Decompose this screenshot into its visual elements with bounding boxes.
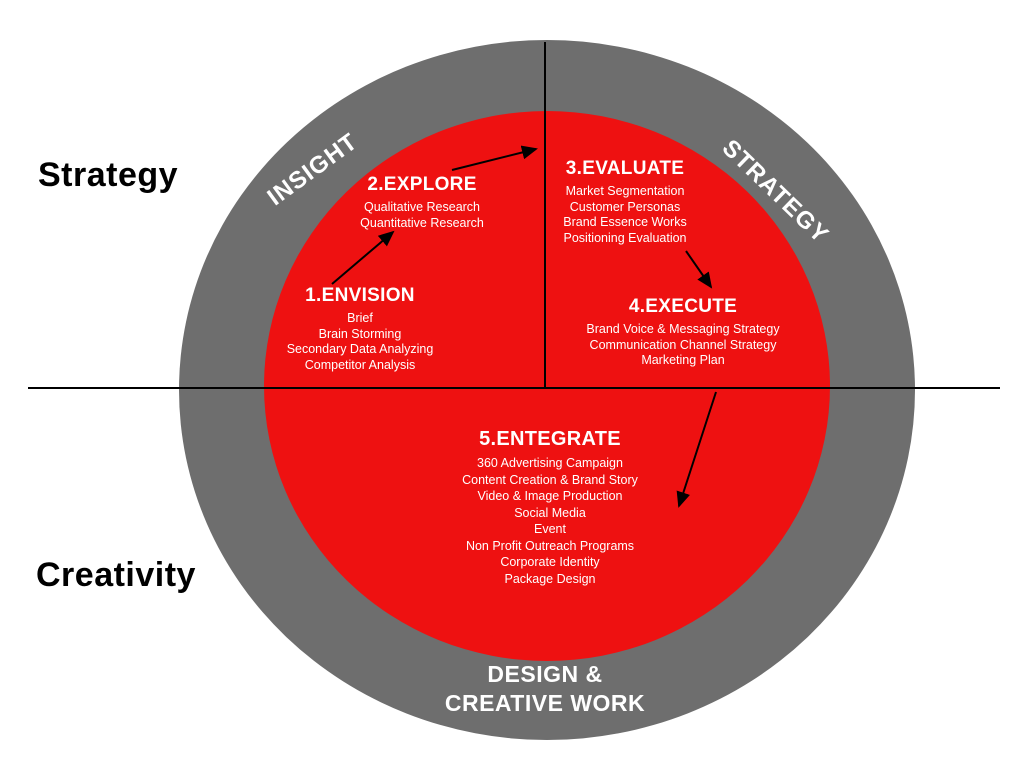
- arrow-evaluate-to-execute: [685, 250, 713, 289]
- step-evaluate: 3.EVALUATE Market Segmentation Customer …: [532, 158, 718, 246]
- step-entegrate-item: Non Profit Outreach Programs: [465, 538, 635, 553]
- outer-label-creativity: Creativity: [36, 556, 196, 594]
- step-evaluate-item: Market Segmentation: [565, 184, 685, 198]
- step-evaluate-item: Customer Personas: [569, 199, 681, 214]
- step-entegrate-item: 360 Advertising Campaign: [477, 456, 623, 470]
- step-entegrate-item: Social Media: [514, 505, 586, 520]
- step-envision: 1.ENVISION Brief Brain Storming Secondar…: [250, 285, 470, 373]
- step-evaluate-title: 3.EVALUATE: [565, 158, 685, 179]
- step-entegrate: 5.ENTEGRATE 360 Advertising Campaign Con…: [425, 428, 675, 587]
- ring-label-design-line1: DESIGN &: [487, 661, 603, 687]
- ring-label-design-line2: CREATIVE WORK: [444, 690, 646, 716]
- step-entegrate-item: Video & Image Production: [477, 489, 623, 503]
- step-explore-item: Qualitative Research: [363, 200, 481, 214]
- step-envision-item: Competitor Analysis: [304, 357, 416, 372]
- arrow-envision-to-explore: [331, 230, 395, 285]
- step-evaluate-item: Brand Essence Works: [563, 215, 687, 229]
- outer-label-strategy: Strategy: [38, 156, 179, 194]
- step-execute-item: Communication Channel Strategy: [589, 337, 777, 352]
- arrow-explore-to-evaluate: [451, 145, 538, 171]
- step-explore-title: 2.EXPLORE: [367, 174, 477, 195]
- ring-label-design-creative-work: DESIGN & CREATIVE WORK: [410, 660, 680, 718]
- step-envision-title: 1.ENVISION: [305, 285, 415, 306]
- arrow-execute-to-entegrate: [676, 391, 717, 508]
- step-explore-item: Quantitative Research: [360, 215, 484, 230]
- step-entegrate-title: 5.ENTEGRATE: [479, 428, 621, 450]
- step-execute-item: Brand Voice & Messaging Strategy: [586, 322, 780, 336]
- step-envision-item: Brain Storming: [318, 326, 402, 341]
- step-evaluate-item: Positioning Evaluation: [563, 230, 687, 245]
- step-envision-item: Secondary Data Analyzing: [286, 342, 434, 356]
- step-execute-title: 4.EXECUTE: [628, 296, 738, 317]
- inner-red-circle: [264, 111, 830, 661]
- step-entegrate-item: Content Creation & Brand Story: [462, 472, 638, 487]
- step-entegrate-item: Package Design: [504, 571, 596, 586]
- step-execute-item: Marketing Plan: [641, 353, 725, 367]
- step-entegrate-item: Event: [534, 522, 566, 536]
- step-entegrate-item: Corporate Identity: [500, 555, 600, 569]
- step-execute: 4.EXECUTE Brand Voice & Messaging Strate…: [558, 296, 808, 369]
- step-explore: 2.EXPLORE Qualitative Research Quantitat…: [328, 174, 516, 231]
- step-envision-item: Brief: [347, 311, 373, 325]
